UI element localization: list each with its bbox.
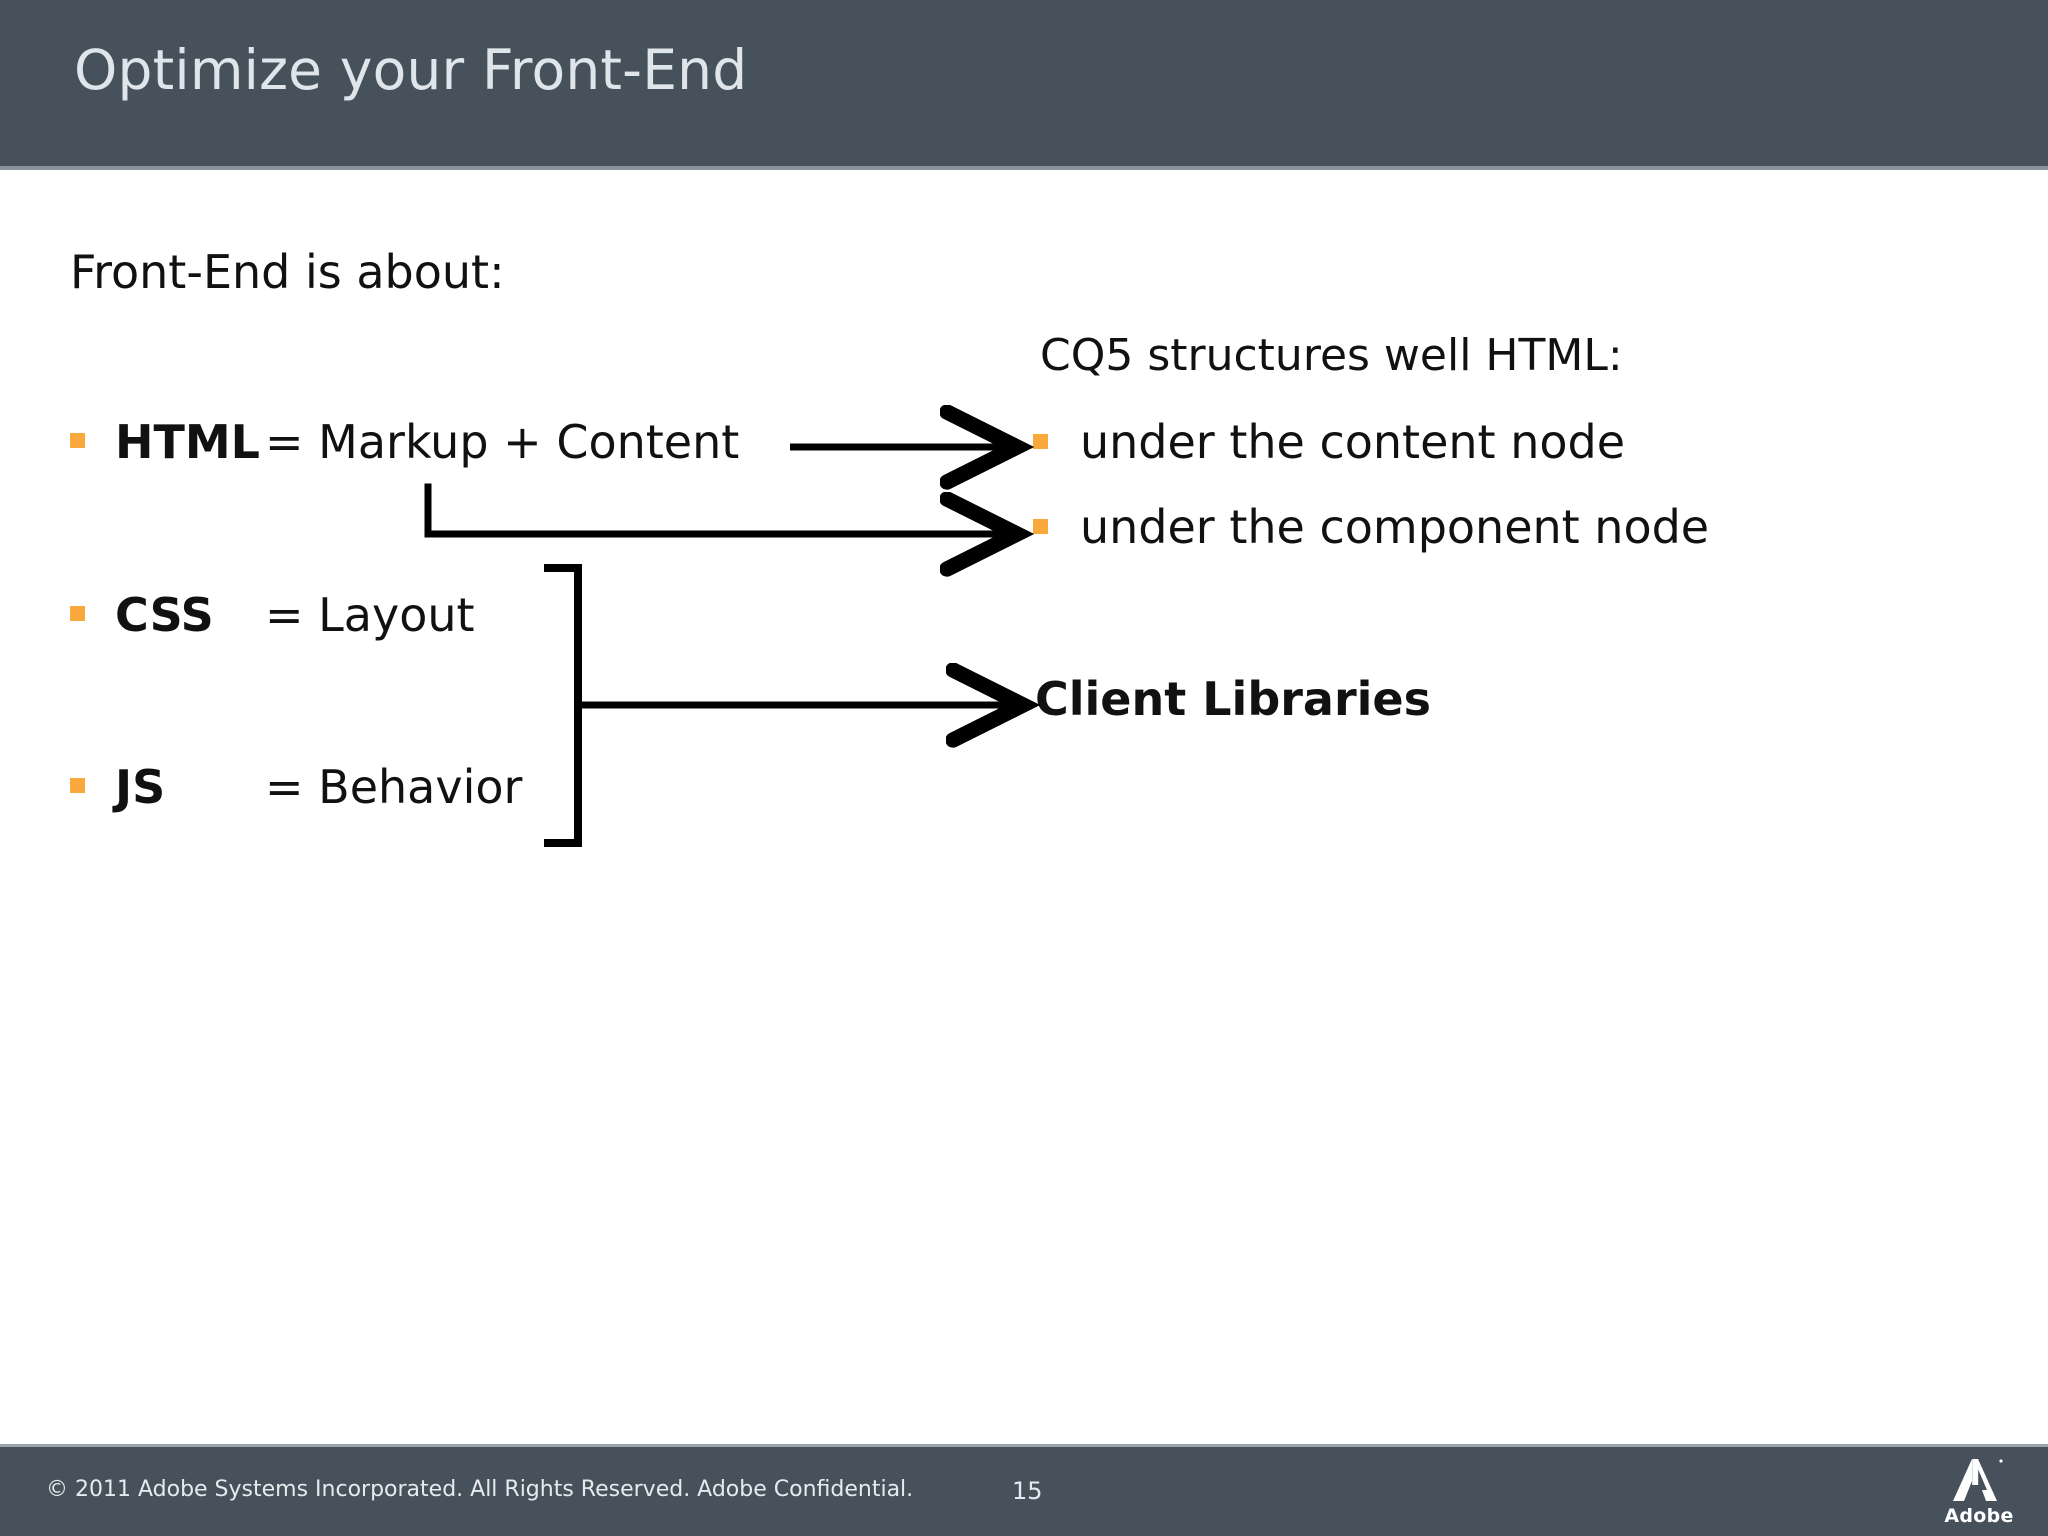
- copyright-text: © 2011 Adobe Systems Incorporated. All R…: [46, 1477, 914, 1502]
- adobe-logo: Adobe: [1936, 1457, 2022, 1531]
- intro-text: Front-End is about:: [70, 245, 505, 299]
- list-item-term: CSS: [115, 588, 214, 642]
- bracket-css-js: [544, 564, 582, 847]
- square-bullet-icon: [1033, 434, 1048, 449]
- list-item-label: under the content node: [1080, 415, 1625, 469]
- list-item-js: JS = Behavior: [70, 760, 522, 814]
- client-libraries-label: Client Libraries: [1035, 672, 1432, 726]
- slide-footer: © 2011 Adobe Systems Incorporated. All R…: [0, 1444, 2048, 1536]
- square-bullet-icon: [70, 433, 85, 448]
- list-item-content-node: under the content node: [1033, 415, 1625, 469]
- square-bullet-icon: [1033, 519, 1048, 534]
- list-item-definition: = Layout: [265, 588, 475, 642]
- page-title: Optimize your Front-End: [74, 38, 748, 102]
- page-number: 15: [1012, 1477, 1043, 1505]
- list-item-definition: = Markup + Content: [265, 415, 740, 469]
- list-item-css: CSS = Layout: [70, 588, 475, 642]
- right-column-heading: CQ5 structures well HTML:: [1040, 330, 1623, 381]
- slide-header: Optimize your Front-End: [0, 0, 2048, 170]
- list-item-definition: = Behavior: [265, 760, 523, 814]
- list-item-term: JS: [115, 760, 166, 814]
- list-item-term: HTML: [115, 415, 260, 469]
- square-bullet-icon: [70, 778, 85, 793]
- list-item-label: under the component node: [1080, 500, 1710, 554]
- arrow-html-to-component-node: [424, 483, 1010, 534]
- adobe-a-icon: [1953, 1459, 2003, 1501]
- list-item-component-node: under the component node: [1033, 500, 1709, 554]
- list-item-html: HTML = Markup + Content: [70, 415, 739, 469]
- square-bullet-icon: [70, 606, 85, 621]
- adobe-wordmark: Adobe: [1944, 1505, 2014, 1527]
